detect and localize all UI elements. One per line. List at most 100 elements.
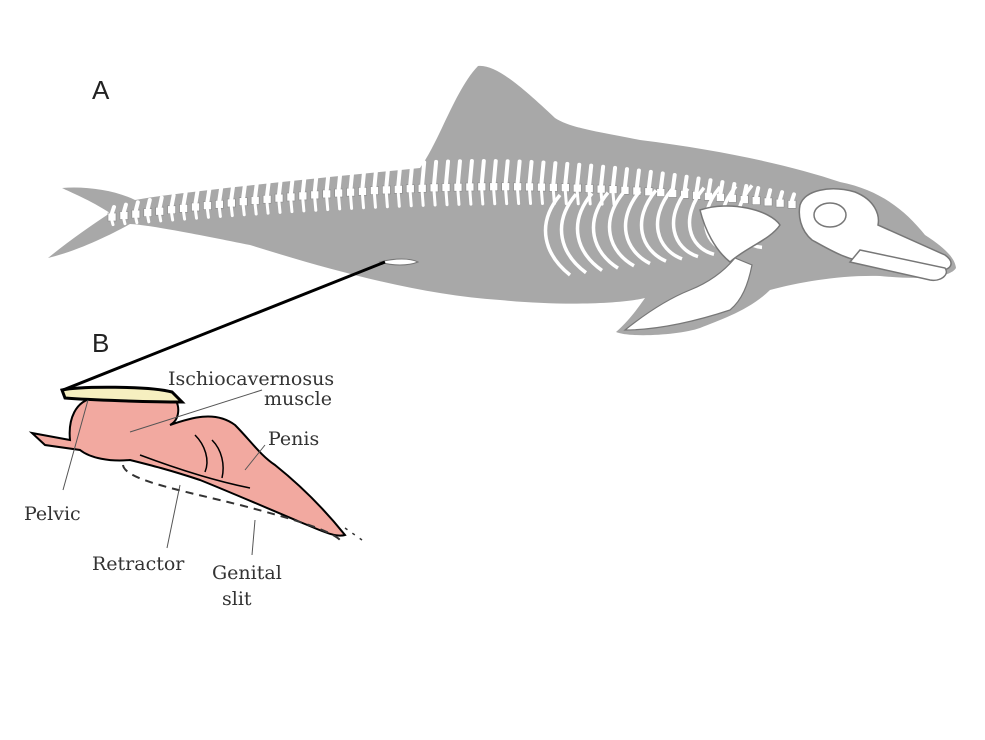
chevron-bone [408,191,413,208]
spinous-process [790,192,796,203]
leader-lines [62,389,266,556]
spinous-process [277,174,284,197]
spinous-process [575,162,582,187]
chevron-bone [277,200,282,214]
rib [671,187,699,259]
chevron-bone [456,189,461,206]
chevron-bone [194,209,199,220]
skull [798,188,952,282]
chevron-bone [372,193,377,209]
spinous-process [324,168,331,192]
spinous-process [444,159,451,186]
scapula [699,205,781,263]
spinous-process [312,170,319,193]
label-penis: Penis [268,428,319,450]
spinous-process [253,178,260,199]
chevron-bone [361,193,366,210]
spinous-process [145,198,152,211]
spinous-process [133,200,140,213]
rib-cage [543,184,763,277]
rib [559,193,588,275]
chevron-bone [468,189,473,206]
spinous-process [229,182,236,201]
chevron-bone [205,208,210,219]
spinous-process [611,165,618,188]
chevron-bone [349,194,354,210]
spinous-process [515,159,522,185]
label-slit: slit [222,588,252,610]
spinous-process [348,165,355,191]
spinous-process [300,171,307,194]
spinous-process [634,168,641,189]
spinous-process [181,191,188,207]
spinous-process [551,161,558,186]
spinous-process [372,163,379,189]
label-ischiocavernosus: Ischiocavernosus [168,368,334,390]
spinous-process [241,180,248,200]
chevron-bone [492,189,497,206]
chevron-bone [432,190,437,207]
spinous-process [563,161,570,186]
spinous-process [217,184,224,203]
panel-label-b: B [92,328,109,358]
chevron-bone [289,199,294,214]
spinous-process [706,178,713,195]
spinous-process [169,193,176,208]
spinous-process [336,167,343,192]
spinous-process [384,162,391,188]
chevron-bone [539,189,544,206]
spinous-process [408,161,415,187]
spinous-process [265,176,272,198]
rib [655,188,683,261]
spinous-process [599,164,606,188]
spinous-process [622,167,629,189]
zoom-connector-line [62,260,386,392]
spinous-process [193,188,200,205]
chevron-bone [110,219,115,227]
chevron-bone [516,189,521,206]
spinous-process [205,186,212,204]
spinous-process [670,173,677,192]
chevron-bone [241,204,246,217]
rib [591,191,619,270]
spinous-process [778,190,785,202]
chevron-bone [337,195,342,211]
chevron-bone [265,201,270,215]
chevron-bone [122,218,127,226]
spinous-process [479,158,486,185]
spinous-process [110,205,116,215]
spinous-process [718,180,725,196]
label-genital: Genital [212,562,282,584]
spinous-process [455,159,462,186]
label-retractor: Retractor [92,553,185,575]
spinous-process [646,169,653,190]
reproductive-organs [28,385,363,541]
panel-label-a: A [92,75,110,105]
label-muscle: muscle [264,388,332,410]
spinous-process [539,160,546,186]
spinous-process [432,159,439,186]
chevron-bone [134,216,139,225]
spinous-process [420,160,427,187]
spinous-process [360,164,367,190]
chevron-bone [528,189,533,206]
chevron-bone [420,190,425,207]
spinous-process [467,159,474,185]
spinous-process [658,171,665,191]
chevron-bone [384,192,389,209]
spinous-process [288,173,295,195]
chevron-bone [504,189,509,206]
rib [607,190,635,268]
chevron-bone [575,190,580,206]
spinous-process [754,186,761,199]
chevron-bone [563,190,568,206]
spinous-process [503,159,510,185]
spinous-process [396,161,403,188]
chevron-bone [146,215,151,224]
spinous-process [587,163,594,187]
rib [623,189,651,266]
spinous-process [527,159,534,185]
rib [639,189,667,263]
pelvic-bone-vestige [378,258,420,266]
